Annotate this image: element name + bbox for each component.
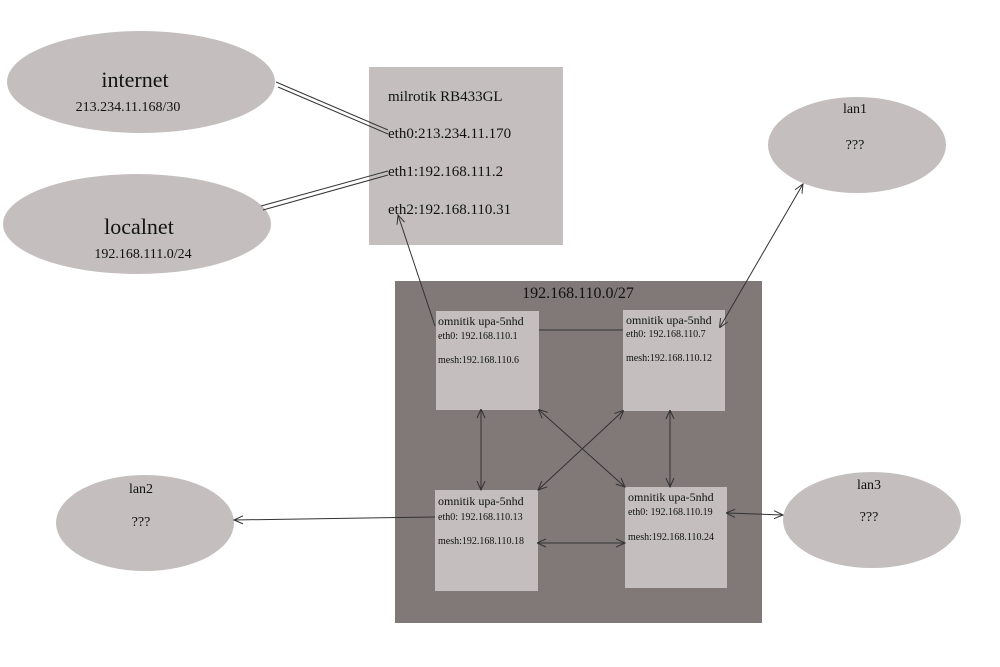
omnitik-node-4: omnitik upa-5nhd eth0: 192.168.110.19 me… <box>625 487 727 588</box>
lan3-cloud <box>783 472 961 568</box>
link-localnet-router <box>260 170 389 211</box>
internet-cloud <box>7 31 275 133</box>
internet-subtitle: 213.234.11.168/30 <box>76 100 181 115</box>
node-eth0: eth0: 192.168.110.19 <box>628 507 713 518</box>
subnet-label: 192.168.110.0/27 <box>522 285 634 302</box>
lan2-cloud <box>56 475 234 571</box>
node-mesh: mesh:192.168.110.6 <box>438 355 519 366</box>
node-title: omnitik upa-5nhd <box>438 314 524 328</box>
node-mesh: mesh:192.168.110.12 <box>626 353 712 364</box>
node-eth0: eth0: 192.168.110.7 <box>626 329 706 340</box>
router-eth2: eth2:192.168.110.31 <box>388 202 511 218</box>
router-title: milrotik RB433GL <box>388 89 503 105</box>
link-node2-node3 <box>538 411 623 490</box>
node-title: omnitik upa-5nhd <box>626 313 712 327</box>
link-node3-lan2 <box>234 517 436 520</box>
lan2-subtitle: ??? <box>132 515 151 530</box>
lan2-title: lan2 <box>129 482 153 497</box>
localnet-cloud <box>3 174 271 274</box>
node-mesh: mesh:192.168.110.18 <box>438 536 524 547</box>
link-internet-router <box>275 81 389 135</box>
lan1-title: lan1 <box>843 102 867 117</box>
localnet-subtitle: 192.168.111.0/24 <box>94 247 191 262</box>
node-title: omnitik upa-5nhd <box>438 494 524 508</box>
lan1-cloud <box>768 97 946 193</box>
omnitik-node-2: omnitik upa-5nhd eth0: 192.168.110.7 mes… <box>623 310 725 411</box>
link-node2-lan1 <box>720 184 803 327</box>
node-box <box>436 311 539 410</box>
node-title: omnitik upa-5nhd <box>628 490 714 504</box>
node-box <box>625 487 727 588</box>
link-router-node1 <box>398 215 436 327</box>
lan3-title: lan3 <box>857 478 881 493</box>
router-eth1: eth1:192.168.111.2 <box>388 164 503 180</box>
localnet-title: localnet <box>104 214 174 239</box>
internet-title: internet <box>101 67 168 92</box>
node-box <box>435 490 538 591</box>
router-eth0: eth0:213.234.11.170 <box>388 126 511 142</box>
node-eth0: eth0: 192.168.110.1 <box>438 331 518 342</box>
omnitik-node-1: omnitik upa-5nhd eth0: 192.168.110.1 mes… <box>436 311 539 410</box>
omnitik-node-3: omnitik upa-5nhd eth0: 192.168.110.13 me… <box>435 490 538 591</box>
lan1-subtitle: ??? <box>846 138 865 153</box>
node-box <box>623 310 725 411</box>
link-node4-lan3 <box>727 513 783 515</box>
node-mesh: mesh:192.168.110.24 <box>628 532 714 543</box>
node-eth0: eth0: 192.168.110.13 <box>438 512 523 523</box>
lan3-subtitle: ??? <box>860 510 879 525</box>
